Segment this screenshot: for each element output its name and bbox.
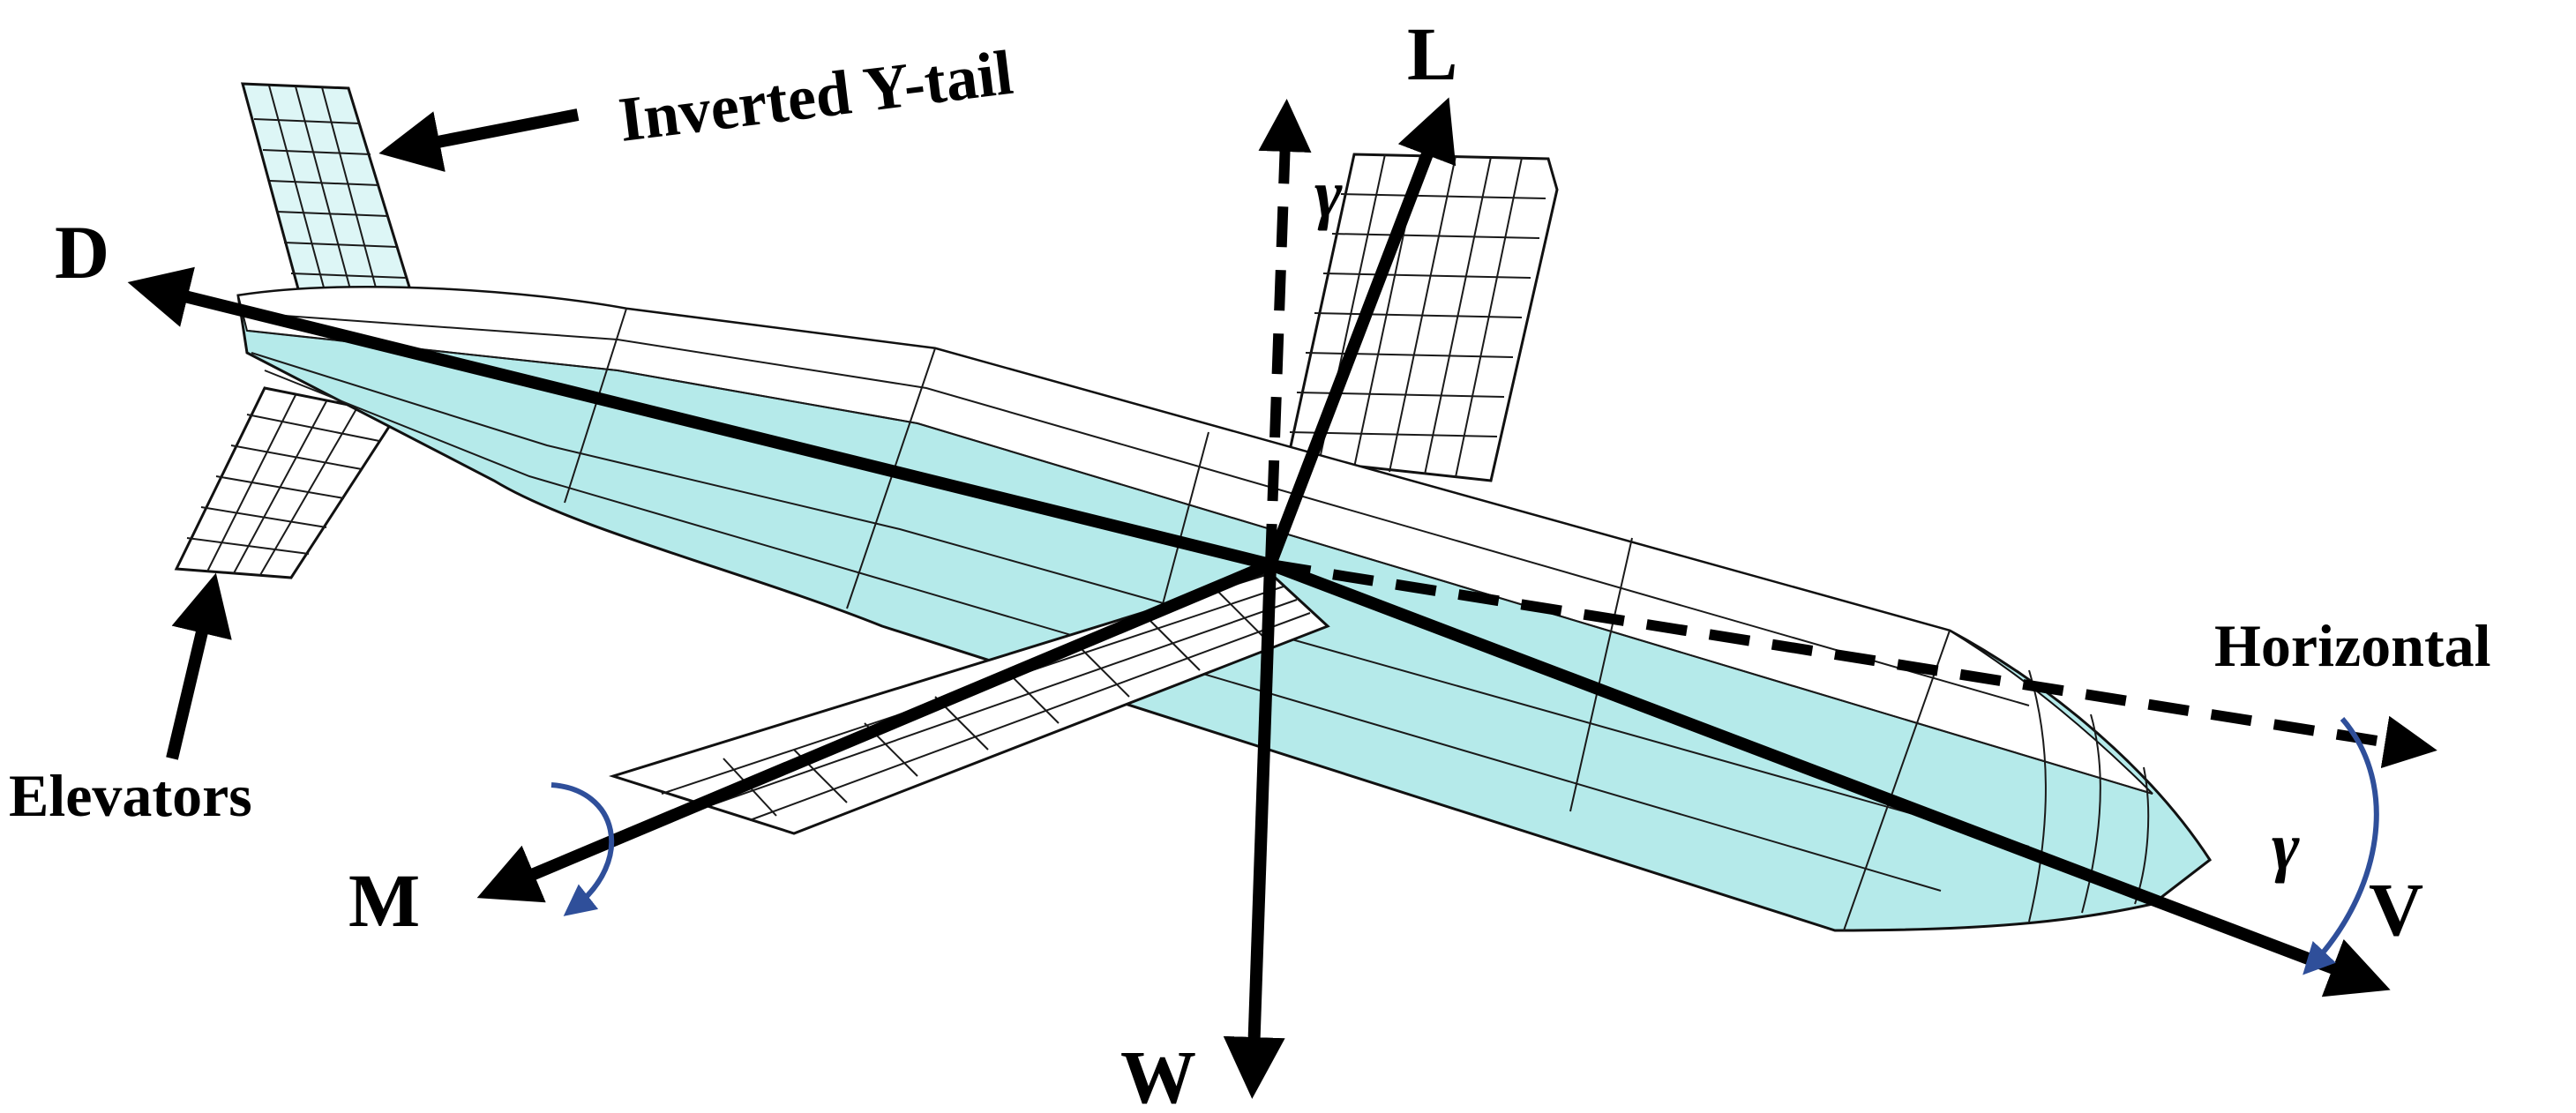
lift-label: L <box>1407 11 1457 96</box>
elevator-callout-arrow <box>166 572 232 760</box>
elevators-label: Elevators <box>9 762 252 829</box>
lift-arrow <box>1264 97 1456 567</box>
horizontal-reference-line <box>1269 559 2437 769</box>
velocity-label: V <box>2369 867 2423 952</box>
horizontal-label: Horizontal <box>2214 612 2491 679</box>
weight-arrow <box>1223 564 1285 1099</box>
weight-label: W <box>1120 1035 1196 1113</box>
tail-fin-upper <box>241 82 417 306</box>
velocity-arrow <box>1268 558 2391 997</box>
tail-callout-arrow <box>378 108 580 172</box>
gamma-bottom-label: γ <box>2272 810 2300 884</box>
upper-fin <box>1286 153 1559 482</box>
drag-label: D <box>55 210 109 295</box>
force-vectors <box>127 97 2437 1099</box>
elevator-fin <box>174 386 400 579</box>
moment-axis-arrow <box>476 558 1273 903</box>
moment-arc <box>550 782 615 916</box>
vertical-reference-line <box>1258 99 1312 565</box>
tail-label: Inverted Y-tail <box>615 37 1016 155</box>
drag-arrow <box>127 266 1272 571</box>
moment-label: M <box>348 858 420 943</box>
gamma-arc <box>2303 717 2379 975</box>
gamma-top-label: γ <box>1314 157 1343 231</box>
